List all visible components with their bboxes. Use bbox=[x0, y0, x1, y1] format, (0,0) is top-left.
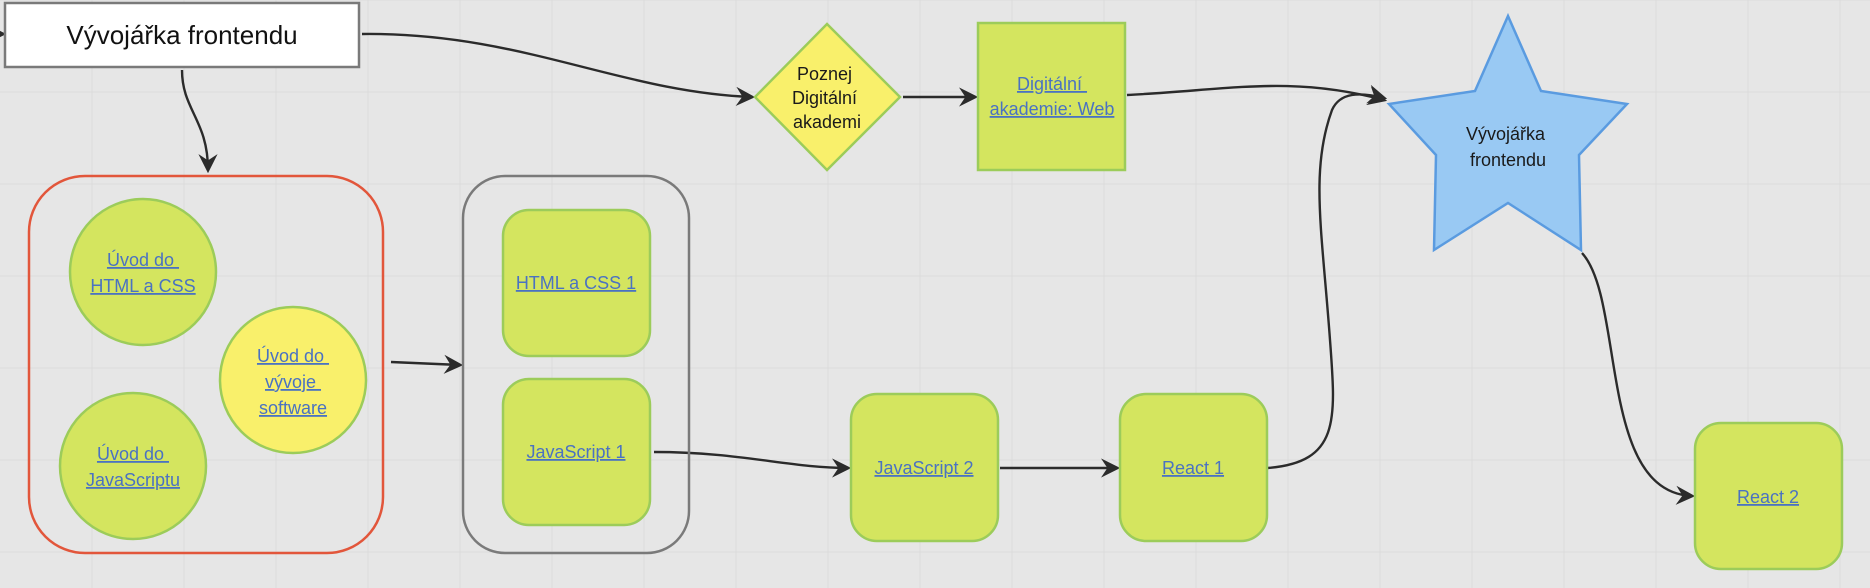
intro-javascript-link-line-2[interactable]: JavaScriptu bbox=[86, 470, 180, 490]
title-node[interactable]: Vývojářka frontendu bbox=[3, 1, 361, 69]
intro-software-link-line-3[interactable]: software bbox=[259, 398, 327, 418]
edge-title-to-decision[interactable] bbox=[361, 32, 756, 106]
decision-node[interactable]: Poznej Digitální akademi bbox=[753, 22, 902, 172]
intro-html-css-link-line-2[interactable]: HTML a CSS bbox=[90, 276, 195, 296]
intro-software-node[interactable]: Úvod do vývoje software bbox=[218, 305, 368, 455]
course-javascript-2-box[interactable] bbox=[849, 392, 1000, 543]
edge-title-to-intro-group[interactable] bbox=[180, 69, 218, 174]
intro-software-link[interactable]: Úvod do vývoje software bbox=[257, 345, 329, 418]
decision-label-line-1: Poznej bbox=[797, 64, 852, 84]
intro-software-link-line-2[interactable]: vývoje bbox=[265, 372, 321, 392]
course-react-1-node[interactable]: React 1 bbox=[1118, 392, 1269, 543]
edge-star-to-react2[interactable] bbox=[1581, 252, 1696, 505]
course-react-1-link[interactable]: React 1 bbox=[1162, 458, 1224, 478]
courses-group[interactable]: HTML a CSS 1 JavaScript 1 bbox=[461, 174, 691, 555]
course-javascript-2-node[interactable]: JavaScript 2 bbox=[849, 392, 1000, 543]
course-html-css-1-node[interactable]: HTML a CSS 1 bbox=[501, 208, 652, 358]
goal-star-label: Vývojářka frontendu bbox=[1466, 124, 1550, 170]
intro-html-css-circle[interactable] bbox=[68, 197, 218, 347]
course-javascript-2-link[interactable]: JavaScript 2 bbox=[874, 458, 973, 478]
edge-intro-group-to-courses[interactable] bbox=[390, 354, 464, 374]
decision-label: Poznej Digitální akademi bbox=[792, 64, 862, 132]
intro-software-link-line-1[interactable]: Úvod do bbox=[257, 345, 329, 366]
academy-web-link-line-2[interactable]: akademie: Web bbox=[990, 99, 1115, 119]
course-javascript-1-link[interactable]: JavaScript 1 bbox=[526, 442, 625, 462]
connectors bbox=[0, 24, 1696, 505]
course-react-2-link[interactable]: React 2 bbox=[1737, 487, 1799, 507]
title-text: Vývojářka frontendu bbox=[66, 20, 297, 50]
academy-web-node[interactable]: Digitální akademie: Web bbox=[976, 21, 1127, 172]
edge-react1-to-star[interactable] bbox=[1267, 84, 1388, 470]
academy-web-box[interactable] bbox=[976, 21, 1127, 172]
intro-javascript-link[interactable]: Úvod do JavaScriptu bbox=[86, 443, 180, 490]
title-box[interactable] bbox=[3, 1, 361, 69]
course-react-1-box[interactable] bbox=[1118, 392, 1269, 543]
decision-diamond[interactable] bbox=[753, 22, 902, 172]
courses-group-frame[interactable] bbox=[461, 174, 691, 555]
goal-star-label-line-2: frontendu bbox=[1470, 150, 1546, 170]
academy-web-link-line-1[interactable]: Digitální bbox=[1017, 74, 1087, 94]
course-react-2-box[interactable] bbox=[1693, 421, 1844, 571]
intro-html-css-link-line-1[interactable]: Úvod do bbox=[107, 249, 179, 270]
course-react-2-node[interactable]: React 2 bbox=[1693, 421, 1844, 571]
goal-star-label-line-1: Vývojářka bbox=[1466, 124, 1546, 144]
intro-javascript-circle[interactable] bbox=[58, 391, 208, 541]
intro-group[interactable]: Úvod do HTML a CSS Úvod do vývoje softwa… bbox=[27, 174, 385, 555]
intro-javascript-link-line-1[interactable]: Úvod do bbox=[97, 443, 169, 464]
edge-js1-to-js2[interactable] bbox=[653, 450, 852, 478]
goal-star[interactable] bbox=[1386, 12, 1630, 253]
goal-star-node[interactable]: Vývojářka frontendu bbox=[1386, 12, 1630, 253]
course-javascript-1-box[interactable] bbox=[501, 377, 652, 527]
decision-label-line-2: Digitální bbox=[792, 88, 857, 108]
intro-javascript-node[interactable]: Úvod do JavaScriptu bbox=[58, 391, 208, 541]
intro-html-css-node[interactable]: Úvod do HTML a CSS bbox=[68, 197, 218, 347]
decision-label-line-3: akademi bbox=[793, 112, 861, 132]
course-html-css-1-box[interactable] bbox=[501, 208, 652, 358]
intro-html-css-link[interactable]: Úvod do HTML a CSS bbox=[90, 249, 195, 296]
course-html-css-1-link[interactable]: HTML a CSS 1 bbox=[516, 273, 636, 293]
intro-group-frame[interactable] bbox=[27, 174, 385, 555]
academy-web-link[interactable]: Digitální akademie: Web bbox=[990, 74, 1115, 119]
course-javascript-1-node[interactable]: JavaScript 1 bbox=[501, 377, 652, 527]
edge-academy-to-star[interactable] bbox=[1126, 84, 1388, 106]
intro-software-circle[interactable] bbox=[218, 305, 368, 455]
